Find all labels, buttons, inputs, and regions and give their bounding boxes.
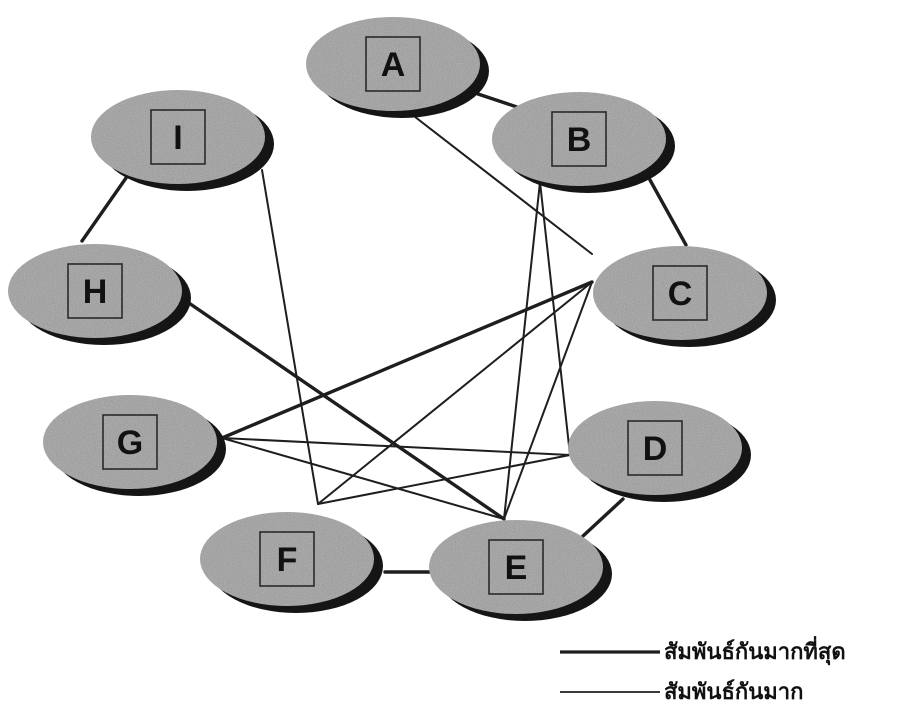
- edge-f-d: [317, 454, 571, 505]
- edge-b-e: [503, 181, 541, 520]
- node-d: D: [568, 401, 751, 502]
- node-label: C: [668, 275, 693, 313]
- node-label: A: [381, 46, 406, 84]
- node-label-box: [102, 414, 158, 470]
- node-ellipse: [43, 395, 217, 489]
- node-label-box: [488, 539, 544, 595]
- edge-b-d: [539, 181, 571, 456]
- node-ellipse: [568, 401, 742, 495]
- node-label-box: [67, 263, 123, 319]
- legend-label-strongest: สัมพันธ์กันมากที่สุด: [664, 635, 846, 666]
- edge-c-g: [220, 280, 594, 440]
- node-c: C: [593, 246, 776, 347]
- node-label-box: [259, 531, 315, 587]
- legend-label-strong: สัมพันธ์กันมาก: [664, 679, 803, 705]
- edge-h-e: [184, 299, 506, 521]
- node-label-box: [652, 265, 708, 321]
- node-ellipse: [200, 512, 374, 606]
- node-ellipse: [593, 246, 767, 340]
- node-ellipse: [429, 520, 603, 614]
- node-label: D: [643, 430, 668, 468]
- node-label: E: [505, 549, 528, 587]
- node-b: B: [492, 92, 675, 193]
- node-ellipse: [91, 90, 265, 184]
- node-label: H: [83, 273, 108, 311]
- edge-g-e: [221, 437, 505, 520]
- node-ellipse: [492, 92, 666, 186]
- node-label-box: [627, 420, 683, 476]
- node-ellipse: [8, 244, 182, 338]
- edge-h-i: [80, 176, 128, 243]
- edges-layer: [80, 92, 688, 574]
- edge-g-d: [221, 437, 571, 456]
- node-e: E: [429, 520, 612, 621]
- node-label: B: [567, 121, 592, 159]
- edge-a-c: [409, 112, 593, 255]
- node-i: I: [91, 90, 274, 191]
- node-label-box: [551, 111, 607, 167]
- edge-c-e: [503, 281, 593, 520]
- node-g: G: [43, 395, 226, 496]
- edge-i-f: [261, 169, 319, 505]
- edge-c-f: [317, 281, 593, 505]
- node-label-box: [150, 109, 206, 165]
- edge-d-e: [581, 497, 625, 538]
- legend: สัมพันธ์กันมากที่สุด สัมพันธ์กันมาก: [560, 635, 846, 705]
- edge-a-b: [476, 92, 522, 110]
- nodes-layer: A B C D E F G H I: [8, 17, 776, 621]
- node-ellipse: [306, 17, 480, 111]
- node-label: I: [173, 119, 182, 157]
- node-h: H: [8, 244, 191, 345]
- edge-b-c: [648, 178, 688, 247]
- node-label-box: [365, 36, 421, 92]
- node-label: F: [277, 541, 298, 579]
- node-f: F: [200, 512, 383, 613]
- node-a: A: [306, 17, 489, 118]
- node-label: G: [117, 424, 143, 462]
